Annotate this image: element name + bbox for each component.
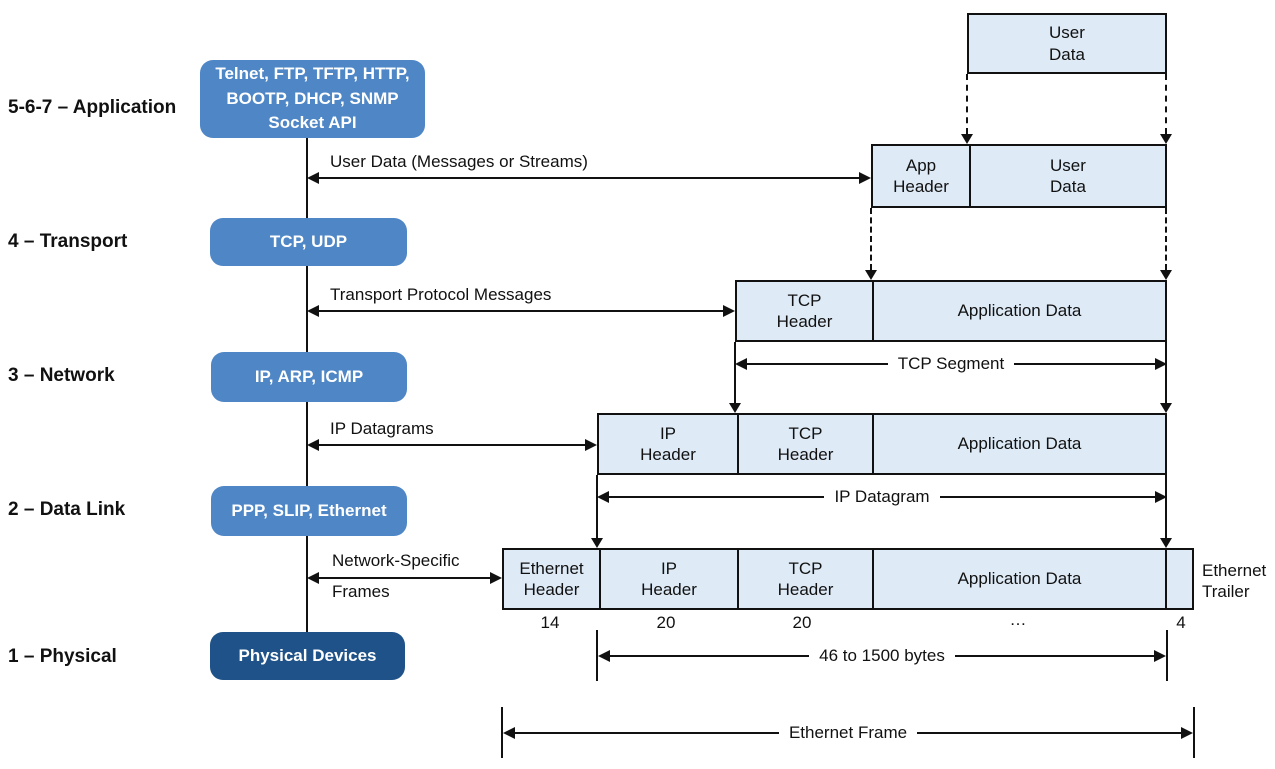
protocol-box-datalink: PPP, SLIP, Ethernet <box>211 486 407 536</box>
cell-ethernet-header: Ethernet Header <box>519 558 584 599</box>
arrowhead-left <box>307 172 319 184</box>
flow-arrow-transport-label: Transport Protocol Messages <box>330 285 552 304</box>
size-ip-header: 20 <box>656 613 676 632</box>
size-ethernet-header: 14 <box>540 613 560 632</box>
flow-arrow-ip <box>307 437 597 453</box>
encap-row-app-message: App Header User Data <box>871 144 1167 208</box>
protocol-box-network: IP, ARP, ICMP <box>211 352 407 402</box>
arrowhead-left <box>735 358 747 370</box>
span-arrow-ip-datagram: IP Datagram <box>597 487 1167 506</box>
solid-connector <box>1160 475 1172 548</box>
cell-application-data: Application Data <box>872 550 1165 608</box>
flow-arrow-transport <box>307 303 735 319</box>
layer-label-transport: 4 – Transport <box>8 231 128 252</box>
solid-connector <box>591 475 603 548</box>
arrowhead-down <box>865 270 877 280</box>
arrowhead-left <box>307 305 319 317</box>
cell-app-header: App Header <box>893 155 949 196</box>
arrowhead-right <box>1154 650 1166 662</box>
bracket-tick <box>596 630 598 681</box>
bracket-tick <box>1193 707 1195 758</box>
span-arrow-ethernet-frame: Ethernet Frame <box>503 723 1194 742</box>
solid-connector <box>1160 342 1172 413</box>
flow-arrow-user-data-label: User Data (Messages or Streams) <box>330 152 588 171</box>
arrowhead-down <box>961 134 973 144</box>
arrowhead-down <box>1160 403 1172 413</box>
dashed-connector <box>865 208 877 280</box>
arrowhead-left <box>503 727 515 739</box>
ip-datagram-label: IP Datagram <box>834 487 930 506</box>
arrowhead-down <box>1160 134 1172 144</box>
cell-tcp-header: TCP Header <box>737 550 872 608</box>
arrowhead-right <box>1155 491 1167 503</box>
layer-label-application: 5-6-7 – Application <box>8 97 177 118</box>
cell-ip-header: IP Header <box>640 423 696 464</box>
solid-connector <box>729 342 741 413</box>
ethernet-trailer-label: Ethernet Trailer <box>1202 561 1267 602</box>
layer-label-network: 3 – Network <box>8 365 115 386</box>
ethernet-frame-label: Ethernet Frame <box>788 723 908 742</box>
arrowhead-left <box>598 650 610 662</box>
span-arrow-tcp-segment: TCP Segment <box>735 354 1167 373</box>
dashed-connector <box>1160 74 1172 144</box>
cell-ip-header: IP Header <box>599 550 737 608</box>
encap-row-tcp-segment: TCP Header Application Data <box>735 280 1167 342</box>
arrowhead-right <box>859 172 871 184</box>
dashed-connector <box>961 74 973 144</box>
cell-user-data: User Data <box>1049 23 1085 64</box>
protocol-box-transport: TCP, UDP <box>210 218 407 266</box>
layer-label-datalink: 2 – Data Link <box>8 499 126 520</box>
cell-tcp-header: TCP Header <box>737 415 872 473</box>
cell-application-data: Application Data <box>872 415 1165 473</box>
arrowhead-down <box>1160 538 1172 548</box>
encap-row-ip-datagram: IP Header TCP Header Application Data <box>597 413 1167 475</box>
flow-arrow-user-data <box>307 170 871 186</box>
cell-ethernet-trailer <box>1165 550 1192 608</box>
size-tcp-header: 20 <box>792 613 812 632</box>
payload-size-label: 46 to 1500 bytes <box>819 646 945 665</box>
arrowhead-left <box>307 572 319 584</box>
flow-arrow-ip-label: IP Datagrams <box>330 419 434 438</box>
arrowhead-right <box>723 305 735 317</box>
protocol-box-application: Telnet, FTP, TFTP, HTTP, BOOTP, DHCP, SN… <box>200 60 425 138</box>
encap-row-ethernet-frame: Ethernet Header IP Header TCP Header App… <box>502 548 1194 610</box>
dashed-connector <box>1160 208 1172 280</box>
size-application-data: … <box>1009 610 1027 629</box>
tcp-segment-label: TCP Segment <box>897 354 1005 373</box>
arrowhead-right <box>1155 358 1167 370</box>
cell-tcp-header: TCP Header <box>776 290 833 331</box>
span-arrow-payload-size: 46 to 1500 bytes <box>598 646 1166 665</box>
flow-arrow-frames <box>307 570 502 586</box>
arrowhead-left <box>307 439 319 451</box>
bracket-tick <box>501 707 503 758</box>
bracket-tick <box>1166 630 1168 681</box>
arrowhead-left <box>597 491 609 503</box>
cell-application-data: Application Data <box>872 282 1165 340</box>
arrowhead-right <box>1181 727 1194 739</box>
arrowhead-down <box>729 403 741 413</box>
layer-label-physical: 1 – Physical <box>8 646 117 667</box>
size-trailer: 4 <box>1176 613 1186 632</box>
arrowhead-down <box>1160 270 1172 280</box>
arrowhead-down <box>591 538 603 548</box>
flow-arrow-frames-label-1: Network-Specific <box>332 551 460 570</box>
encap-row-user-data: User Data <box>967 13 1167 74</box>
arrowhead-right <box>585 439 597 451</box>
flow-arrow-frames-label-2: Frames <box>332 582 390 601</box>
protocol-box-physical: Physical Devices <box>210 632 405 680</box>
arrowhead-right <box>490 572 502 584</box>
cell-user-data: User Data <box>969 146 1165 206</box>
